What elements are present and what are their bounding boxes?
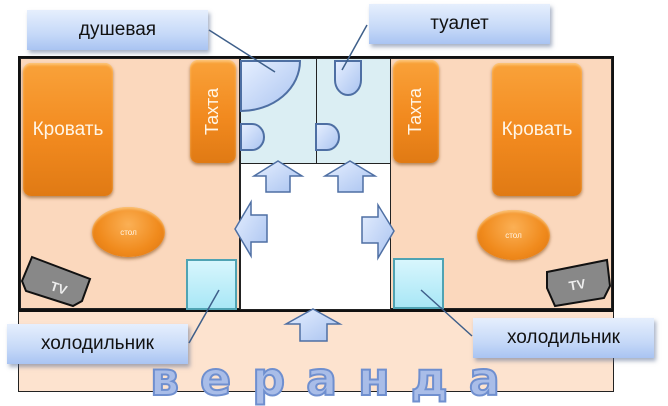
arrow-up-icon: [283, 308, 343, 342]
left-sofa: Тахта: [190, 60, 236, 163]
left-fridge-callout-text: холодильник: [41, 333, 154, 354]
callout-leader-line: [188, 289, 220, 344]
shower-callout: душевая: [27, 10, 208, 50]
toilet-icon: [334, 60, 362, 96]
toilet-callout: туалет: [369, 4, 550, 44]
shower-callout-text: душевая: [78, 19, 157, 40]
left-bed-label: Кровать: [32, 118, 104, 140]
veranda-letter: д: [410, 352, 449, 406]
right-fridge-callout: холодильник: [473, 318, 654, 358]
left-table-label: стол: [120, 227, 137, 237]
left-table: стол: [92, 207, 165, 257]
arrow-right-icon: [361, 202, 395, 261]
right-sofa: Тахта: [393, 60, 439, 163]
callout-leader-line: [420, 289, 473, 337]
left-fridge: [186, 259, 237, 310]
right-table-label: стол: [505, 230, 522, 240]
left-tv: TV: [20, 255, 92, 308]
callout-leader-line: [208, 29, 276, 73]
arrow-left-icon: [234, 199, 268, 259]
toilet-callout-text: туалет: [430, 13, 489, 34]
veranda-letter: р: [251, 352, 286, 406]
left-fridge-callout: холодильник: [7, 324, 188, 364]
right-fridge-callout-text: холодильник: [507, 327, 620, 348]
right-bed: Кровать: [492, 63, 582, 196]
veranda-letter: н: [357, 352, 391, 406]
right-table: стол: [477, 210, 550, 260]
arrow-up-icon: [251, 160, 305, 193]
tv-shape: [20, 255, 92, 308]
arrow-up-icon: [322, 160, 378, 193]
veranda-letter: е: [199, 352, 232, 406]
sink-icon: [315, 123, 340, 151]
left-tv-label: TV: [49, 278, 70, 298]
veranda-letter: а: [468, 352, 501, 406]
veranda-label: в е р а н д а: [149, 352, 501, 406]
right-tv-label: TV: [568, 276, 587, 294]
veranda-letter: в: [149, 352, 180, 406]
right-bed-label: Кровать: [501, 118, 573, 140]
callout-leader-line: [341, 24, 368, 71]
tv-shape: [546, 258, 612, 308]
right-fridge: [393, 258, 444, 309]
right-tv: TV: [546, 258, 612, 308]
shower-tray-icon: [240, 60, 302, 113]
left-bed: Кровать: [23, 63, 113, 196]
veranda-letter: а: [305, 352, 338, 406]
sink-icon: [240, 123, 265, 151]
